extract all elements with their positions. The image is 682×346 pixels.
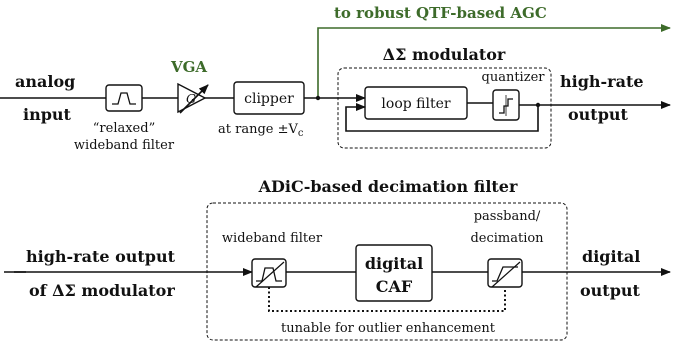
- wideband-filter-block: [251, 258, 287, 288]
- vga-label: VGA: [170, 58, 207, 76]
- wideband-filter-label: wideband filter: [222, 231, 323, 246]
- caf-label-2: CAF: [376, 277, 413, 296]
- relaxed-filter-label: “relaxed”: [93, 121, 155, 136]
- tunable-slash-icon: [491, 261, 521, 288]
- analog-input-label-2: input: [23, 105, 72, 124]
- analog-input-label: analog: [15, 72, 75, 91]
- relaxed-filter-block: [105, 84, 143, 112]
- range-label: at range ±Vc: [218, 122, 304, 139]
- highrate-output-label: high-rate: [560, 72, 644, 91]
- agc-label: to robust QTF-based AGC: [334, 4, 547, 22]
- agc-branch-line: [317, 24, 671, 98]
- digital-output-label: digital: [582, 247, 640, 266]
- top-chain: to robust QTF-based AGC analog input “re…: [0, 4, 671, 153]
- modulator-title: ΔΣ modulator: [383, 45, 506, 64]
- passband-label: passband/: [474, 209, 541, 224]
- clipper-label: clipper: [244, 91, 294, 107]
- quantizer-label: quantizer: [482, 70, 546, 85]
- caf-label: digital: [365, 254, 423, 273]
- vga-variable-arrow: [179, 84, 209, 114]
- highrate-output-label-2: output: [568, 105, 629, 124]
- bottom-input-label-2: of ΔΣ modulator: [29, 281, 175, 300]
- relaxed-filter-label-2: wideband filter: [74, 138, 175, 153]
- vga-gain-label: G: [186, 91, 196, 106]
- bottom-input-label: high-rate output: [26, 247, 176, 266]
- tuning-link: [268, 287, 506, 312]
- bandpass-icon: [112, 92, 136, 105]
- lowpass-icon: [492, 266, 518, 282]
- bandpass-icon: [256, 267, 282, 282]
- digital-caf-block: [355, 244, 433, 302]
- tunable-slash-icon: [255, 261, 285, 288]
- decimation-filter-block: [487, 258, 523, 288]
- decimation-label: decimation: [470, 231, 544, 246]
- feedback-loop-wire: [345, 103, 539, 132]
- branch-node: [315, 95, 321, 101]
- digital-output-label-2: output: [580, 281, 641, 300]
- modulator-container: [337, 67, 552, 149]
- bottom-chain: ADiC-based decimation filter high-rate o…: [4, 177, 671, 341]
- vga-triangle: [177, 82, 207, 114]
- decimation-filter-title: ADiC-based decimation filter: [258, 177, 518, 196]
- tunable-label: tunable for outlier enhancement: [281, 321, 496, 336]
- loop-filter-label: loop filter: [381, 96, 450, 112]
